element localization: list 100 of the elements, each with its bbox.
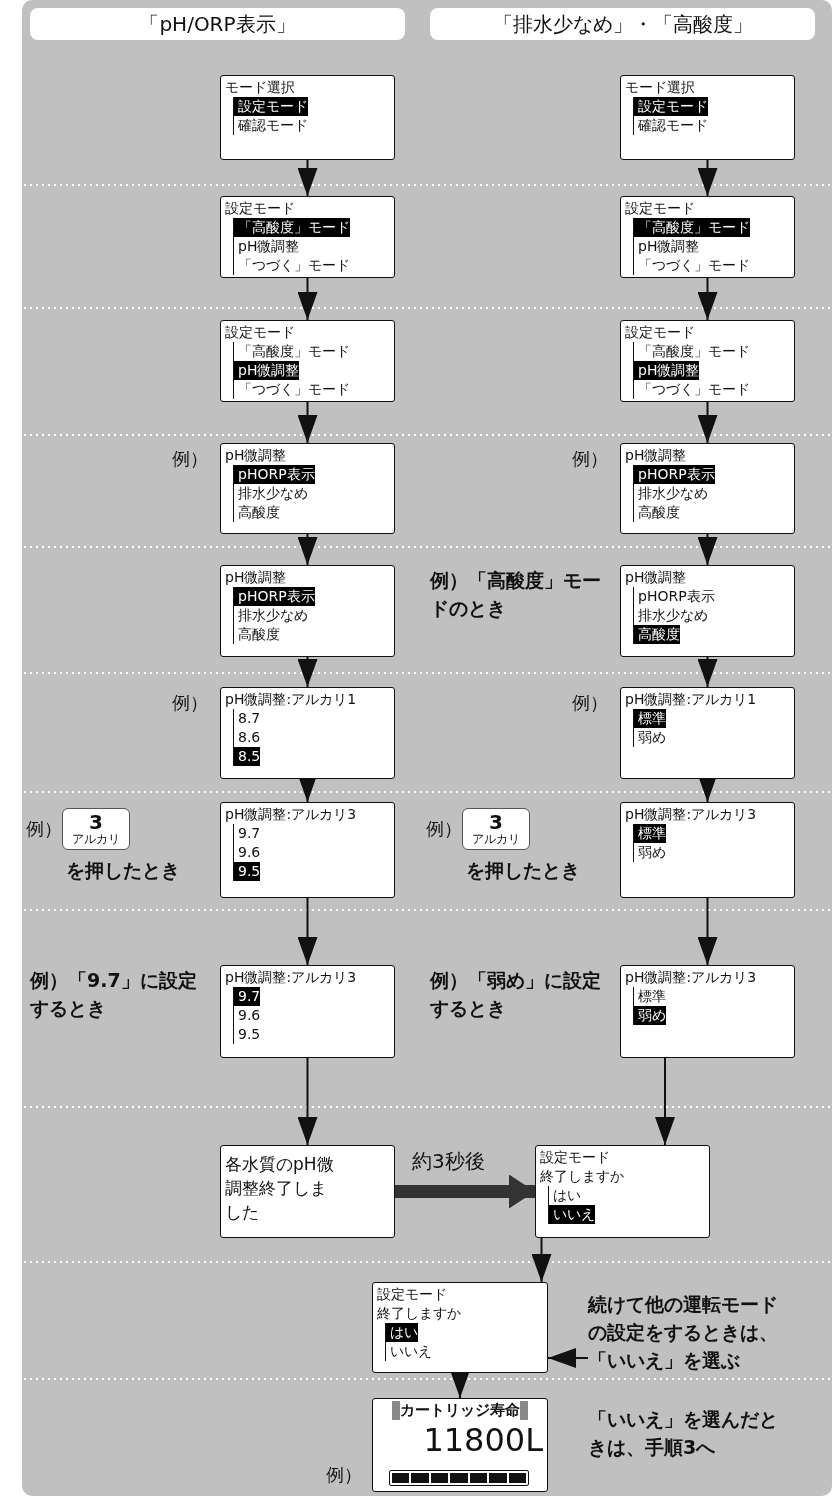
lcd-screen (620, 565, 795, 657)
note-text: 「いいえ」を選んだときは、手順3へ (588, 1407, 779, 1460)
lcd-screen (620, 802, 795, 898)
selected-menu-item: 標準 (633, 709, 666, 728)
menu-item: 「つづく」モード (633, 380, 750, 399)
key-caption: アルカリ (472, 832, 520, 846)
menu-item: 弱め (633, 843, 666, 862)
key-number: 3 (489, 812, 503, 832)
flow-arrow (297, 277, 318, 321)
flow-arrow (697, 897, 718, 966)
menu-item: 確認モード (633, 116, 708, 135)
caption-text: を押したとき (66, 858, 181, 883)
caption-text: 例） (26, 817, 62, 841)
volume-value: 11800L (423, 1420, 543, 1460)
lcd-screen (620, 75, 795, 160)
flow-arrow (297, 401, 318, 444)
menu-item: いいえ (385, 1342, 432, 1361)
screen-title: pH微調整 (625, 446, 688, 465)
screen-title: 設定モード (225, 323, 296, 342)
flow-arrow (697, 277, 718, 321)
lcd-screen (220, 1145, 395, 1238)
flow-arrow (697, 533, 718, 566)
screen-title: 終了しますか (377, 1304, 462, 1323)
screen-title: pH微調整:アルカリ3 (225, 968, 358, 987)
menu-item: 9.5 (233, 1025, 261, 1044)
menu-item: 高酸度 (633, 503, 680, 522)
screen-title: pH微調整:アルカリ1 (625, 690, 758, 709)
menu-item: 8.7 (233, 709, 261, 728)
column-header: 「pH/ORP表示」 (30, 8, 405, 40)
lcd-screen (620, 443, 795, 534)
lcd-screen (220, 196, 395, 278)
column-header: 「排水少なめ」・「高酸度」 (430, 8, 815, 40)
screen-title: pH微調整:アルカリ3 (625, 805, 758, 824)
caption-text: 例）「高酸度」モードのとき (430, 568, 602, 621)
leader-arrow (547, 1348, 589, 1368)
screen-title: 設定モード (540, 1148, 611, 1167)
selected-menu-item: pHORP表示 (233, 465, 315, 484)
menu-item: 「つづく」モード (633, 256, 750, 275)
caption-text: 例） (326, 1463, 363, 1487)
menu-item: 9.7 (233, 824, 261, 843)
screen-title: pH微調整 (625, 568, 688, 587)
menu-item: pH微調整 (633, 237, 700, 256)
flow-arrow (297, 533, 318, 566)
screen-message: 各水質のpH微調整終了しました (225, 1153, 335, 1224)
menu-item: pHORP表示 (633, 587, 715, 606)
flow-arrow (297, 159, 318, 197)
menu-item: pH微調整 (233, 237, 300, 256)
menu-item: 高酸度 (233, 503, 280, 522)
lcd-screen (220, 965, 395, 1058)
screen-title: pH微調整 (225, 568, 288, 587)
selected-menu-item: pHORP表示 (633, 465, 715, 484)
flow-arrow (697, 401, 718, 444)
lcd-screen (220, 320, 395, 402)
screen-title: 設定モード (625, 323, 696, 342)
screen-title: 設定モード (625, 199, 696, 218)
lcd-screen (372, 1282, 548, 1373)
menu-item: 確認モード (233, 116, 308, 135)
flow-arrow (297, 897, 318, 966)
menu-item: 「つづく」モード (233, 380, 350, 399)
selected-menu-item: pH微調整 (233, 361, 300, 380)
caption-text: 例） (172, 447, 209, 471)
lcd-screen (220, 687, 395, 779)
menu-item: 排水少なめ (633, 484, 708, 503)
screen-title: pH微調整:アルカリ3 (225, 805, 358, 824)
lcd-screen (535, 1145, 710, 1238)
screen-title: 終了しますか (540, 1167, 625, 1186)
flow-arrow (697, 159, 718, 197)
lcd-screen (620, 320, 795, 402)
caption-text: を押したとき (466, 858, 581, 883)
caption-text: 例） (572, 447, 609, 471)
selected-menu-item: pH微調整 (633, 361, 700, 380)
lcd-screen (220, 75, 395, 160)
menu-item: 排水少なめ (233, 606, 308, 625)
caption-text: 例） (426, 817, 462, 841)
screen-title: 設定モード (225, 199, 296, 218)
menu-item: 排水少なめ (233, 484, 308, 503)
screen-title: pH微調整:アルカリ3 (625, 968, 758, 987)
lcd-screen (220, 565, 395, 657)
screen-title: pH微調整:アルカリ1 (225, 690, 358, 709)
flow-arrow (655, 1057, 675, 1146)
menu-item: 高酸度 (233, 625, 280, 644)
selected-menu-item: 9.5 (233, 862, 261, 881)
selected-menu-item: 9.7 (233, 987, 261, 1006)
caption-text: 例） (172, 691, 209, 715)
selected-menu-item: 「高酸度」モード (633, 218, 750, 237)
screen-title: 設定モード (377, 1285, 448, 1304)
block-arrow (395, 1174, 535, 1209)
lcd-screen (620, 687, 795, 779)
selected-menu-item: 8.5 (233, 747, 261, 766)
lcd-screen (220, 802, 395, 898)
screen-title: pH微調整 (225, 446, 288, 465)
keypad-key (462, 808, 530, 850)
caption-text: 例） (572, 691, 609, 715)
flow-arrow (297, 1057, 318, 1146)
selected-menu-item: pHORP表示 (233, 587, 315, 606)
screen-title: カートリッジ寿命 (392, 1401, 528, 1420)
lcd-screen (620, 196, 795, 278)
caption-text: 例）「9.7」に設定するとき (30, 968, 198, 1021)
menu-item: 弱め (633, 728, 666, 747)
selected-menu-item: いいえ (548, 1205, 595, 1224)
